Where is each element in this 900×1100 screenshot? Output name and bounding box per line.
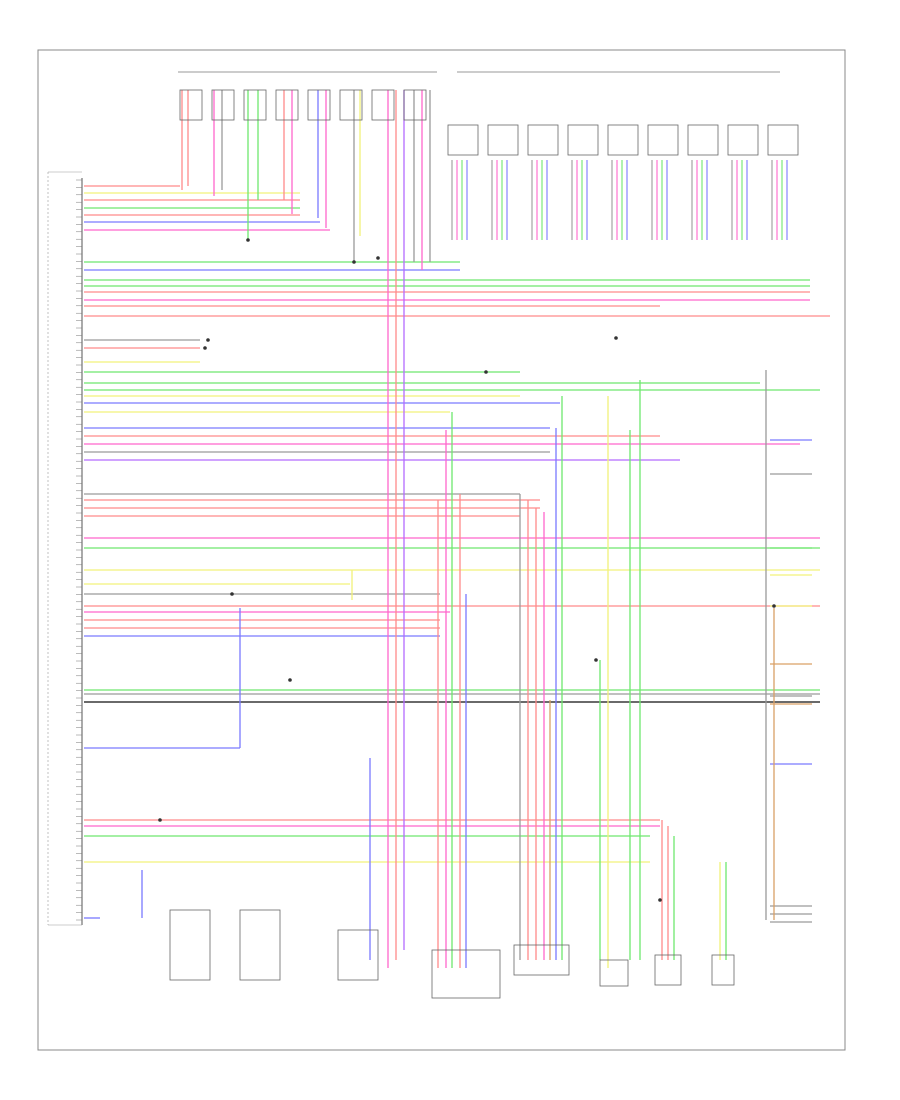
ecm-pin-labels bbox=[76, 179, 82, 921]
splice-point-4 bbox=[484, 370, 488, 374]
ignition-coil-5 bbox=[607, 124, 639, 156]
ignition-coil-9 bbox=[767, 124, 799, 156]
splice-point-11 bbox=[288, 678, 292, 682]
ignition-coil-8 bbox=[727, 124, 759, 156]
ignition-coil-6 bbox=[647, 124, 679, 156]
fuel-injector-1 bbox=[179, 89, 203, 121]
sensor-7 bbox=[654, 954, 682, 986]
sensor-2 bbox=[239, 909, 281, 981]
splice-point-3 bbox=[376, 256, 380, 260]
sensor-6 bbox=[599, 959, 629, 987]
ignition-coil-1 bbox=[447, 124, 479, 156]
components bbox=[158, 89, 799, 999]
diagram-frame bbox=[37, 49, 846, 1051]
splice-point-9 bbox=[206, 338, 210, 342]
sensor-8 bbox=[711, 954, 735, 986]
sensor-1 bbox=[169, 909, 211, 981]
splice-point-7 bbox=[230, 592, 234, 596]
engine-control-module bbox=[47, 171, 83, 926]
splice-point-6 bbox=[772, 604, 776, 608]
splice-point-12 bbox=[158, 818, 162, 822]
fuel-injector-2 bbox=[211, 89, 235, 121]
sensor-4 bbox=[431, 949, 501, 999]
fuel-injector-6 bbox=[339, 89, 363, 121]
wire-harness bbox=[84, 90, 830, 968]
splice-point-13 bbox=[658, 898, 662, 902]
fuel-injector-4 bbox=[275, 89, 299, 121]
splice-point-2 bbox=[352, 260, 356, 264]
ignition-coil-2 bbox=[487, 124, 519, 156]
ignition-coil-7 bbox=[687, 124, 719, 156]
fuel-injector-3 bbox=[243, 89, 267, 121]
splice-point-8 bbox=[614, 336, 618, 340]
fuel-injector-7 bbox=[371, 89, 395, 121]
splice-point-5 bbox=[594, 658, 598, 662]
sensor-5 bbox=[513, 944, 570, 976]
ignition-coil-3 bbox=[527, 124, 559, 156]
sensor-3 bbox=[337, 929, 379, 981]
splice-point-10 bbox=[203, 346, 207, 350]
splice-point-1 bbox=[246, 238, 250, 242]
ignition-coil-4 bbox=[567, 124, 599, 156]
fuel-injector-5 bbox=[307, 89, 331, 121]
fuel-injector-8 bbox=[403, 89, 427, 121]
